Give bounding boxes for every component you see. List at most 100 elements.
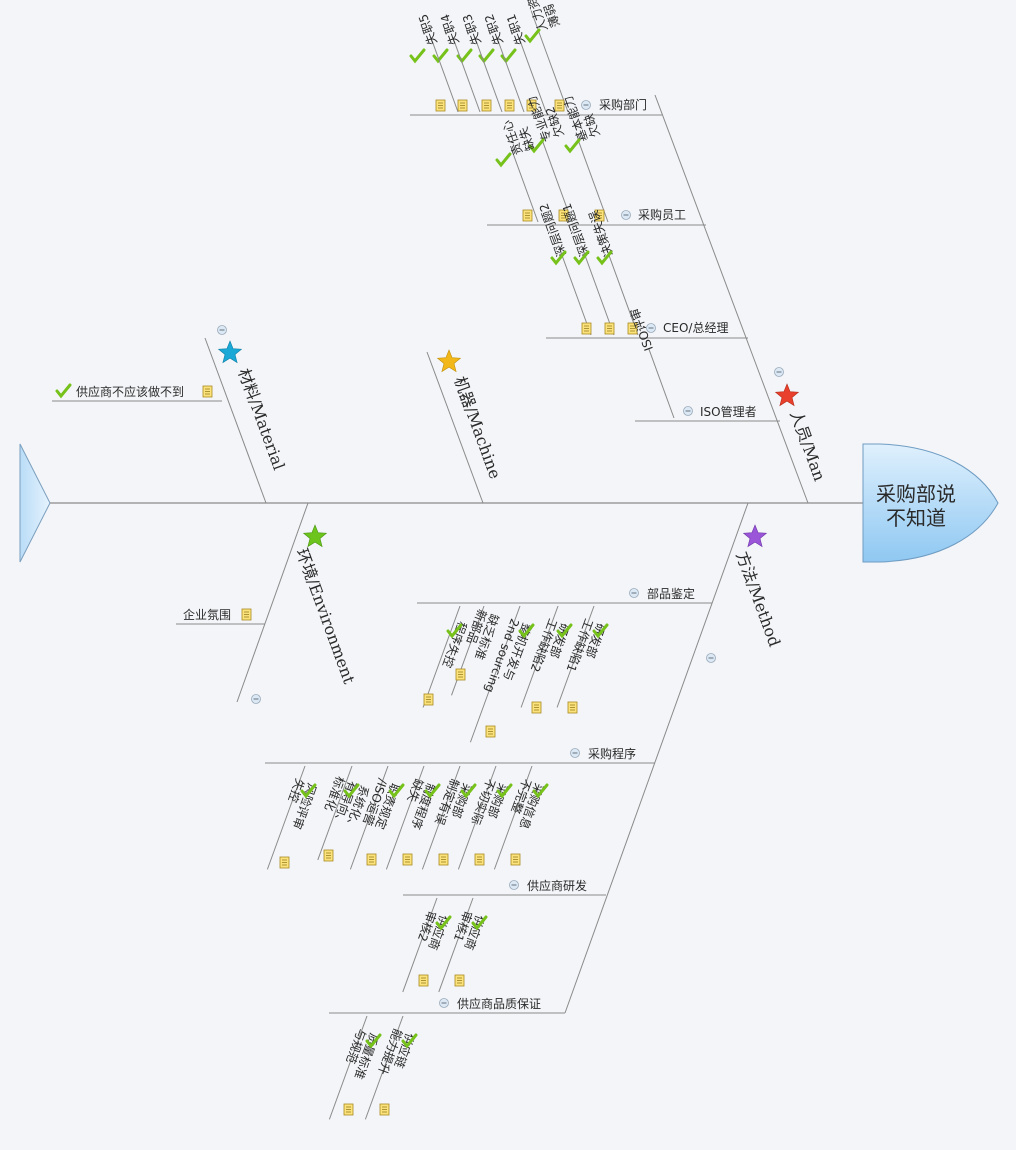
leaf-line <box>556 605 595 708</box>
leaf-text: 失职3 <box>459 12 484 47</box>
check-icon <box>500 48 517 64</box>
collapse-toggle[interactable] <box>646 323 656 333</box>
category-material[interactable]: 材料/Material 供应商不应该做不到 <box>52 325 289 504</box>
note-icon <box>522 209 533 222</box>
leaf-line <box>520 605 559 708</box>
leaf-line <box>421 765 461 870</box>
bone-environment <box>236 502 309 703</box>
star-icon-machine <box>436 349 462 373</box>
collapse-toggle[interactable] <box>683 406 693 416</box>
collapse-toggle-environment[interactable] <box>251 694 261 704</box>
leaf-line <box>457 765 497 870</box>
svg-text:失职3: 失职3 <box>459 12 484 47</box>
svg-text:供应商审核1: 供应商审核1 <box>449 909 488 952</box>
fish-tail <box>19 443 51 563</box>
star-icon-man <box>774 383 800 407</box>
collapse-toggle-method[interactable] <box>706 653 716 663</box>
leaf-text: 程序失控 <box>440 619 471 669</box>
note-icon <box>402 853 413 866</box>
check-icon <box>432 48 449 64</box>
branch-label: 企业氛围 <box>183 607 231 622</box>
note-icon <box>457 99 468 112</box>
leaf-line <box>475 40 503 113</box>
branch-label: 供应商品质保证 <box>457 996 541 1011</box>
branch-supplier-should-not-fail[interactable]: 供应商不应该做不到 <box>52 383 222 402</box>
check-icon <box>409 48 426 64</box>
leaf-line <box>469 605 521 743</box>
branch-supplier-rd[interactable]: 供应商研发 供应商审核1 供应商审核2 <box>396 878 606 999</box>
note-icon <box>323 849 334 862</box>
leaf-hr-weak[interactable]: 人力资源薄弱 <box>521 0 592 113</box>
branch-label: 供应商研发 <box>527 878 587 893</box>
leaf-line <box>519 40 547 113</box>
star-icon-environment <box>302 524 328 548</box>
leaf-text: 失职5 <box>415 12 440 47</box>
leaf-fault-4[interactable]: 失职4 <box>437 12 487 115</box>
collapse-toggle-material[interactable] <box>217 325 227 335</box>
collapse-toggle[interactable] <box>439 998 449 1008</box>
branch-company-atmosphere[interactable]: 企业氛围 <box>176 607 265 625</box>
svg-text:供应商审核2: 供应商审核2 <box>413 909 452 952</box>
check-icon <box>573 250 590 266</box>
leaf-line <box>349 765 389 870</box>
leaf-line <box>542 141 573 223</box>
collapse-toggle[interactable] <box>509 880 519 890</box>
note-icon <box>627 322 638 335</box>
leaf-fault-3[interactable]: 失职3 <box>459 12 509 115</box>
leaf-line <box>431 40 459 113</box>
category-environment[interactable]: 环境/Environment 企业氛围 <box>176 502 359 704</box>
check-icon <box>532 783 549 799</box>
collapse-toggle[interactable] <box>570 748 580 758</box>
branch-label: CEO/总经理 <box>663 321 728 335</box>
note-icon <box>241 608 252 621</box>
leaf-text: 失职2 <box>481 12 506 47</box>
branch-label: ISO管理者 <box>700 404 757 419</box>
branch-purchasing-staff[interactable]: 采购员工 基本能力欠缺 专业能力欠缺2 责任心缺失 <box>487 89 706 226</box>
note-icon <box>379 1103 390 1116</box>
fish-head[interactable]: 采购部说 不知道 <box>862 443 999 563</box>
collapse-toggle[interactable] <box>581 100 591 110</box>
note-icon <box>581 322 592 335</box>
category-machine[interactable]: 机器/Machine <box>426 349 505 504</box>
check-icon <box>460 783 477 799</box>
collapse-toggle[interactable] <box>629 588 639 598</box>
branch-label: 采购程序 <box>588 746 636 761</box>
branch-part-qualification[interactable]: 部品鉴定 研发部工作缺陷1 研发部工作缺陷2 整机开发与2nd sourcing <box>417 586 712 749</box>
check-icon <box>365 1033 382 1049</box>
check-icon <box>518 623 535 639</box>
category-method[interactable]: 方法/Method 部品鉴定 研发部工作缺陷1 研发部工作缺陷2 整机开发与2n… <box>261 502 784 1127</box>
check-icon <box>495 152 512 168</box>
leaf-line <box>328 1015 368 1120</box>
leaf-fault-5[interactable]: 失职5 <box>415 12 465 115</box>
check-icon <box>55 383 72 399</box>
collapse-toggle[interactable] <box>621 210 631 220</box>
collapse-toggle-man[interactable] <box>774 367 784 377</box>
branch-label: 供应商不应该做不到 <box>76 384 184 399</box>
leaf-risk-review[interactable]: 风险评审失控 <box>261 764 325 877</box>
svg-text:程序失控: 程序失控 <box>440 619 471 669</box>
check-icon <box>424 783 441 799</box>
check-icon <box>564 138 581 154</box>
leaf-line <box>606 250 639 336</box>
leaf-line <box>438 897 474 993</box>
bone-man <box>654 94 809 504</box>
note-icon <box>526 99 537 112</box>
note-icon <box>567 701 578 714</box>
leaf-line <box>493 765 533 870</box>
branch-supplier-quality[interactable]: 供应商品质保证 供应链能力提升 质量标准与规范 <box>323 996 565 1127</box>
branch-label: 采购员工 <box>638 207 686 222</box>
leaf-line <box>648 348 675 419</box>
bone-method <box>564 502 749 1014</box>
leaf-line <box>511 151 539 223</box>
branch-purchasing-procedure[interactable]: 采购程序 采购信息不完整 采购部不切实际 采购部制定有误 制度程序缺失 <box>261 746 655 877</box>
svg-text:人力资源薄弱: 人力资源薄弱 <box>521 0 563 34</box>
category-label-method: 方法/Method <box>732 549 784 649</box>
note-icon <box>531 701 542 714</box>
leaf-line <box>266 765 306 870</box>
note-icon <box>558 209 569 222</box>
check-icon <box>528 138 545 154</box>
star-icon-material <box>217 340 243 364</box>
leaf-fault-2[interactable]: 失职2 <box>481 12 531 115</box>
check-icon <box>388 783 405 799</box>
